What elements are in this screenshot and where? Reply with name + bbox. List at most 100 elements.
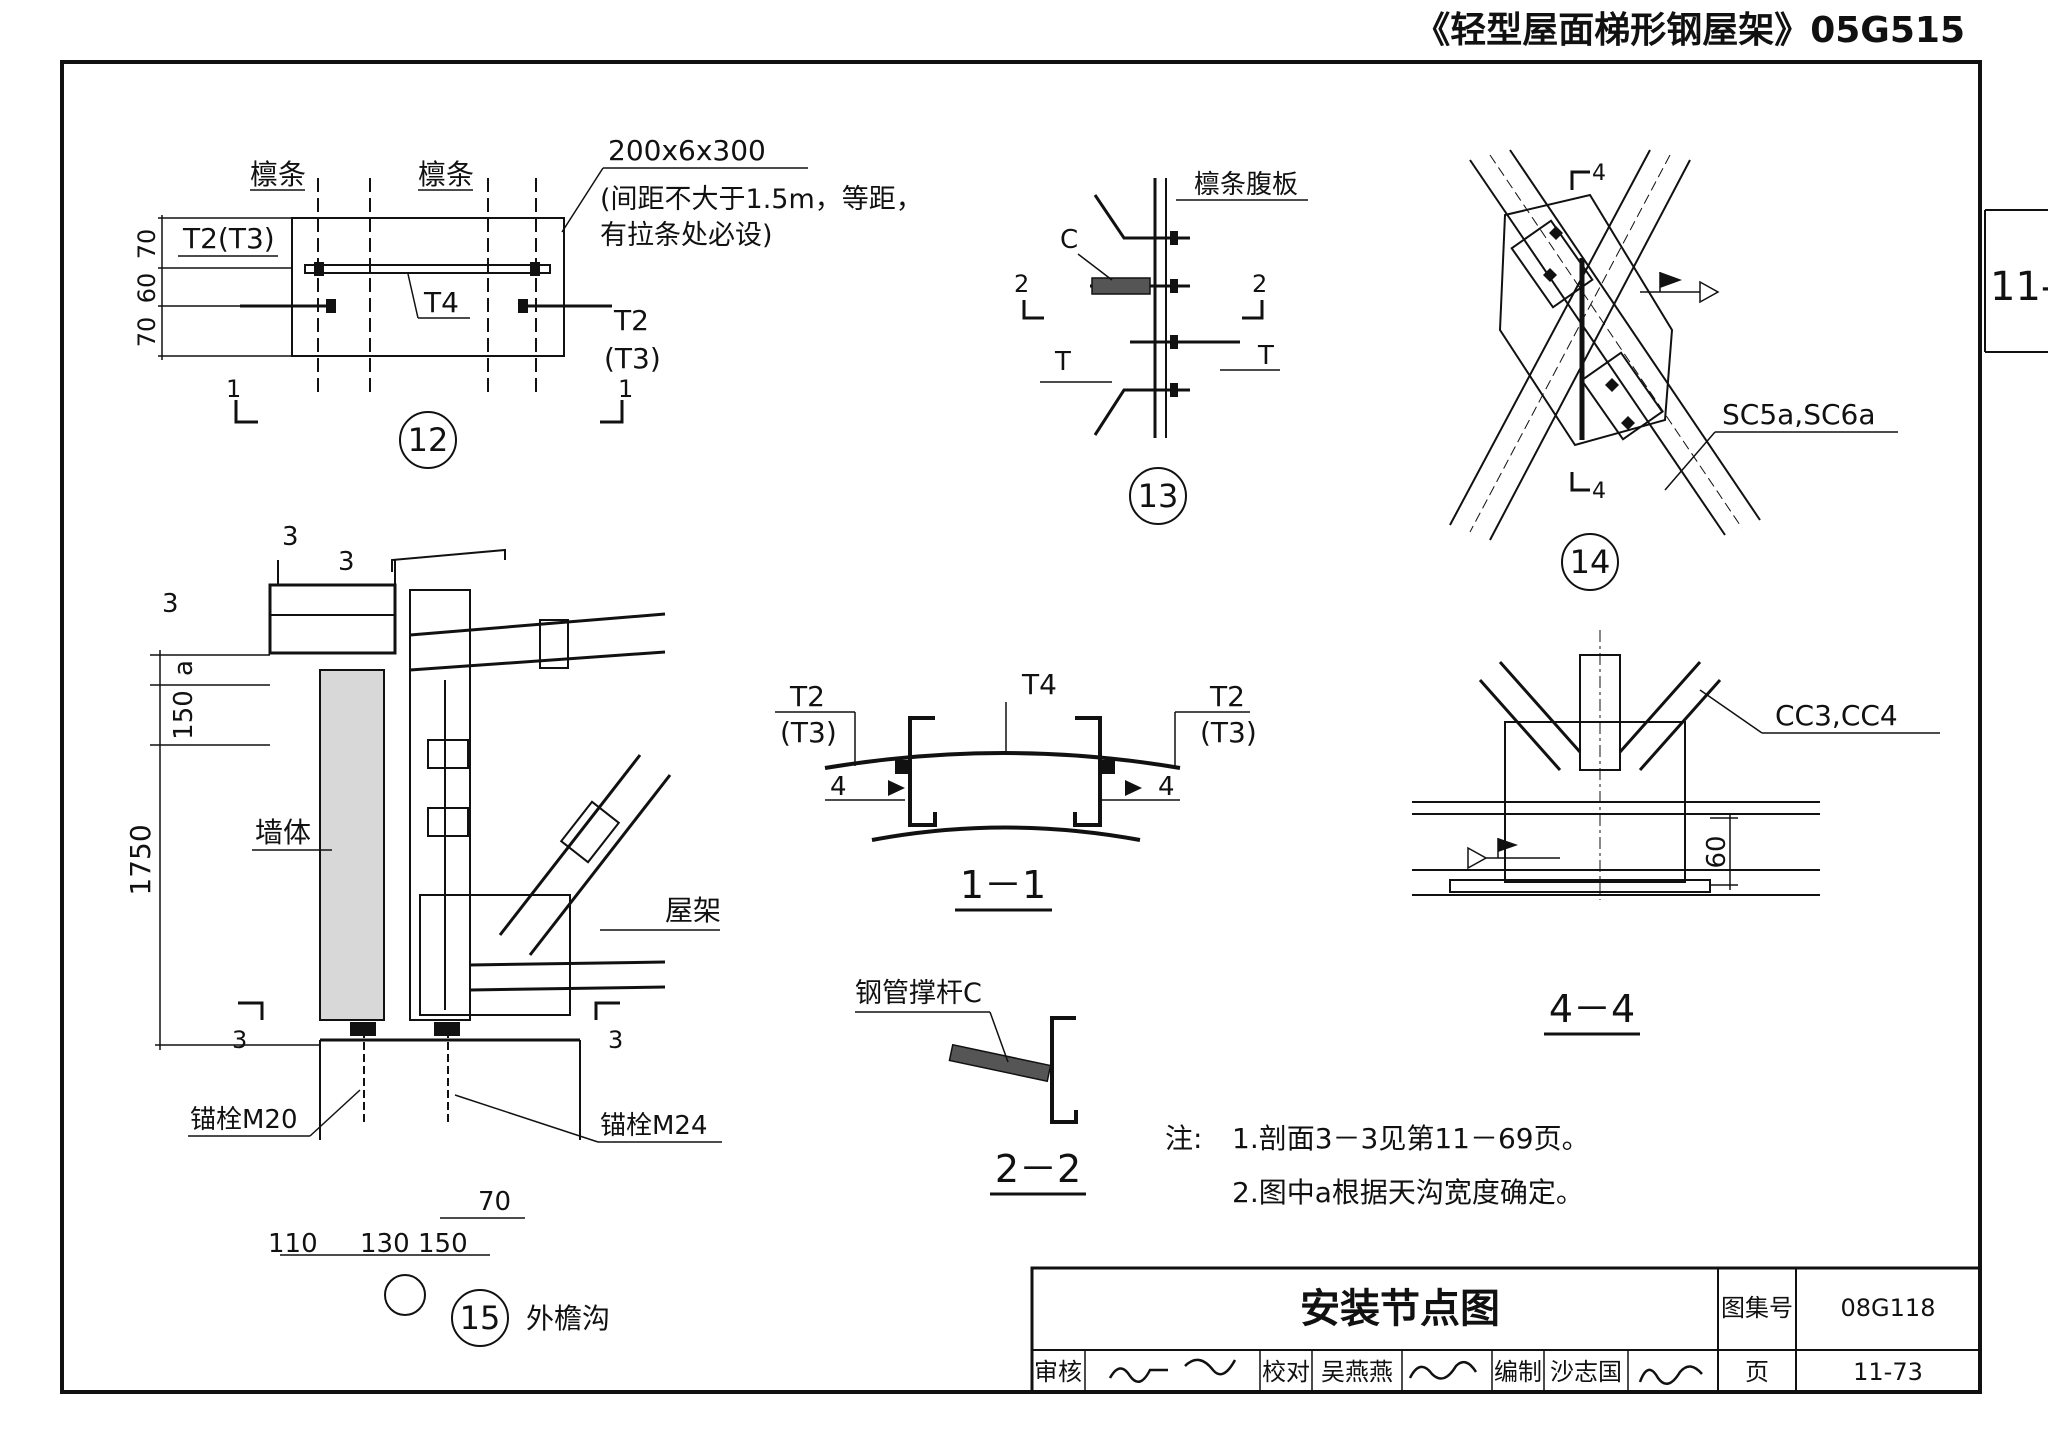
wall [319, 669, 385, 1021]
section-marker-4-top [1570, 170, 1590, 190]
wall-label: 墙体 [255, 816, 311, 849]
member-label: SC5a,SC6a [1722, 398, 1876, 431]
detail-number: 12 [408, 421, 449, 459]
roof-purlin-bottom [409, 650, 666, 672]
section-mark-3-right: 3 [608, 1026, 623, 1054]
dimension-lines [158, 215, 292, 360]
purlin-right [487, 178, 537, 392]
diagonal-member-b [1449, 149, 1691, 541]
notes-prefix: 注: [1165, 1122, 1202, 1155]
draw-label: 编制 [1494, 1358, 1542, 1386]
strut-bottom [871, 825, 1141, 842]
purlin-left [317, 178, 371, 392]
purlin-label-left: 檩条 [250, 158, 306, 191]
section-4-4: 60 CC3,CC4 4－4 [1412, 630, 1940, 1036]
section-2-2: 钢管撑杆C 2－2 [855, 978, 1086, 1196]
section-marker-3-left [238, 1001, 264, 1020]
reference-circle [384, 1274, 426, 1316]
purlin-label-right: 檩条 [418, 158, 474, 191]
strut-label: 钢管撑杆C [855, 978, 982, 1009]
dim-a: a [169, 660, 199, 676]
reviewer-signature [1108, 1358, 1237, 1383]
gutter [268, 583, 397, 655]
web-label: 檩条腹板 [1194, 170, 1298, 200]
diagonal-member-a [1469, 149, 1761, 536]
strut-tube [1091, 277, 1151, 295]
gusset-plate [1504, 721, 1686, 883]
section-mark-1-left: 1 [226, 375, 241, 403]
plate-note-1: (间距不大于1.5m，等距， [600, 184, 923, 215]
section-title: 4－4 [1549, 987, 1635, 1031]
check-label: 校对 [1262, 1358, 1310, 1386]
connection-plate [291, 217, 565, 357]
bolt-diamonds [1543, 226, 1635, 430]
plate-note-2: 有拉条处必设) [600, 220, 773, 251]
purlin-channel [1050, 1016, 1078, 1124]
member-label: CC3,CC4 [1775, 699, 1898, 732]
detail-12: 70 60 70 檩条 檩条 200x6x300 (间距不大于1.5m，等距， … [133, 134, 923, 469]
t4: T4 [1021, 668, 1057, 701]
dim-1750: 1750 [124, 824, 157, 895]
tie-label-t2-right: T2 [613, 304, 649, 337]
section-marker-4-bottom [1570, 472, 1590, 492]
purlin-channel-right [1073, 716, 1102, 827]
nuts [1170, 231, 1178, 397]
drafter-signature [1638, 1365, 1703, 1385]
detail-number: 14 [1570, 543, 1611, 581]
section-mark-3-left: 3 [232, 1026, 247, 1054]
tie-rod-t4 [824, 751, 1181, 770]
tie-label-t2-t3: T2(T3) [182, 222, 275, 255]
tie-t-left-label: T [1054, 347, 1071, 377]
weld-size-mid: 3 [338, 547, 355, 577]
t3-left: (T3) [780, 716, 837, 749]
dim-130: 130 [360, 1229, 410, 1259]
detail-number-circle [451, 1289, 509, 1347]
title-block: 安装节点图 图集号 08G118 审核 校对 吴燕燕 编制 沙志国 页 11-7… [1030, 1266, 1982, 1394]
truss-chord-top [469, 960, 666, 967]
dim-150: 150 [418, 1229, 468, 1259]
section-1-1: T2 (T3) T4 T2 (T3) 4 4 1－1 [775, 668, 1257, 912]
section-mark-2-right: 2 [1252, 270, 1267, 298]
section-mark-4-bottom: 4 [1592, 479, 1606, 504]
note-line-1: 1.剖面3－3见第11－69页。 [1232, 1122, 1590, 1155]
detail-number: 13 [1138, 477, 1179, 515]
detail-15: 3 3 3 150 a 1750 墙体 屋架 3 3 锚栓M20 锚栓M24 7… [124, 522, 722, 1347]
roof-purlin-top [409, 612, 666, 637]
section-marker-2-left [1022, 300, 1044, 320]
drawing-frame [60, 60, 1982, 1394]
page-label: 页 [1745, 1358, 1769, 1386]
dim-70: 70 [478, 1187, 511, 1217]
diagonal-left [1478, 679, 1562, 771]
draw-name: 沙志国 [1550, 1358, 1622, 1386]
anchor-m24-label: 锚栓M24 [600, 1111, 708, 1141]
weld-symbol [1640, 272, 1720, 304]
checker-signature [1408, 1360, 1478, 1380]
weld-size-left: 3 [162, 589, 179, 619]
t2-right: T2 [1209, 680, 1245, 713]
detail-caption: 外檐沟 [526, 1302, 610, 1335]
weld-right: 4 [1158, 772, 1175, 802]
notes: 注: 1.剖面3－3见第11－69页。 2.图中a根据天沟宽度确定。 [1165, 1122, 1590, 1209]
anchor-m20-label: 锚栓M20 [190, 1105, 298, 1135]
dim-60: 60 [133, 273, 161, 304]
anchor-nuts [350, 1022, 460, 1036]
bolt-nuts [314, 262, 540, 313]
section-marker-1-left [234, 400, 258, 424]
diagonal-right [1638, 679, 1722, 771]
page-no: 11-73 [1853, 1358, 1923, 1386]
detail-number-circle [399, 411, 457, 469]
section-mark-2-left: 2 [1014, 270, 1029, 298]
section-marker-3-right [594, 1001, 620, 1020]
detail-number-circle [1129, 467, 1187, 525]
dim-70-top: 70 [133, 229, 161, 260]
plate-spec: 200x6x300 [608, 134, 766, 167]
dim-60: 60 [1702, 835, 1732, 868]
atlas-no-label: 图集号 [1721, 1294, 1793, 1322]
section-title: 1－1 [960, 863, 1046, 907]
review-label: 审核 [1034, 1358, 1082, 1386]
dim-70-bottom: 70 [133, 317, 161, 348]
drawing-title: 安装节点图 [1300, 1286, 1500, 1332]
check-name: 吴燕燕 [1321, 1358, 1393, 1386]
dim-150-a: 150 [169, 690, 199, 740]
